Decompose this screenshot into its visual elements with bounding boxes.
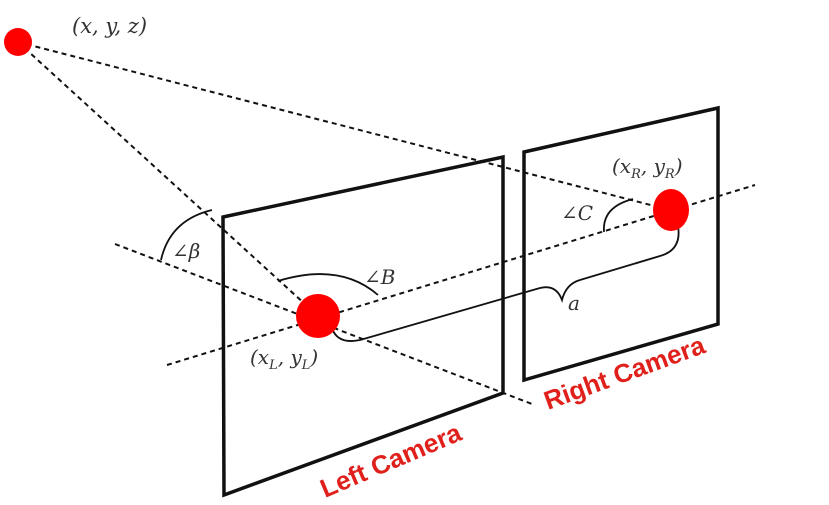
axis-baseline: [166, 184, 756, 366]
world-point-label: (x, y, z): [72, 14, 147, 38]
angle-beta-arc: [160, 209, 213, 261]
right-camera-frame: [522, 105, 720, 383]
baseline-label: a: [568, 291, 580, 315]
angle-C-arc: [603, 198, 634, 233]
angle-C-label: ∠C: [561, 201, 593, 225]
right-point-label: (xR, yR): [612, 154, 683, 182]
right-image-point: [653, 189, 689, 231]
ray-to-right: [17, 41, 671, 211]
left-point-label: (xL, yL): [250, 345, 318, 373]
world-point: [4, 28, 32, 56]
axis-left: [114, 243, 533, 405]
angle-beta-label: ∠β: [172, 239, 200, 263]
angle-B-arc: [277, 273, 379, 296]
left-camera-label: Left Camera: [316, 417, 467, 504]
baseline-brace: [329, 225, 680, 342]
left-image-point: [296, 294, 340, 338]
ray-to-left: [17, 41, 319, 317]
angle-B-label: ∠B: [364, 265, 395, 289]
right-camera-label: Right Camera: [540, 329, 710, 415]
